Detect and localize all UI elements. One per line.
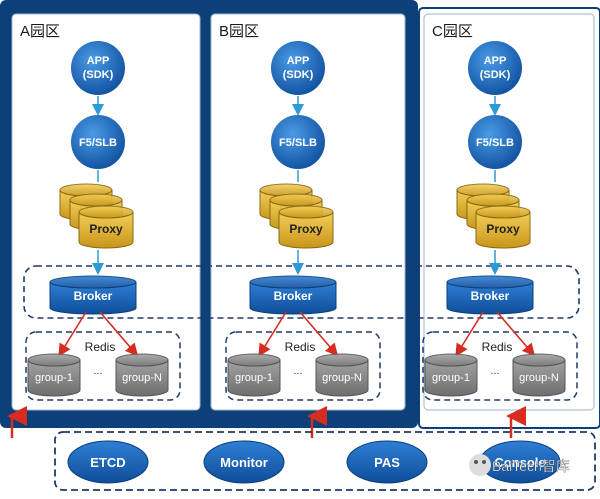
zone-label: A园区 bbox=[20, 23, 60, 40]
services: ETCD Monitor PAS Console bbox=[67, 440, 561, 484]
redis-cluster-box bbox=[422, 331, 578, 401]
group-n-cylinder bbox=[115, 353, 169, 397]
lb-label: F5/SLB bbox=[476, 137, 514, 149]
app-label: APP bbox=[87, 55, 110, 67]
group-n-label: group-N bbox=[519, 372, 559, 384]
proxy-cylinder bbox=[475, 205, 531, 249]
group-n-label: group-N bbox=[122, 372, 162, 384]
proxy-label: Proxy bbox=[289, 222, 323, 236]
app-sdk-node bbox=[71, 41, 125, 95]
group-ellipsis: ... bbox=[490, 365, 499, 377]
app-label: APP bbox=[484, 55, 507, 67]
group-n-cylinder bbox=[315, 353, 369, 397]
redis-cluster-box bbox=[25, 331, 181, 401]
arrow-broker-to-group-1 bbox=[258, 311, 287, 357]
proxy-cylinder bbox=[78, 205, 134, 249]
load-balancer-node bbox=[71, 115, 125, 169]
redis-label: Redis bbox=[482, 340, 513, 354]
sdk-label: (SDK) bbox=[283, 69, 314, 81]
broker-label: Broker bbox=[471, 289, 510, 303]
zone-label: B园区 bbox=[219, 23, 259, 40]
arrow-broker-to-group-1 bbox=[455, 311, 484, 357]
broker-cylinder bbox=[446, 275, 534, 315]
broker-label: Broker bbox=[274, 289, 313, 303]
group-1-cylinder bbox=[227, 353, 281, 397]
sdk-label: (SDK) bbox=[480, 69, 511, 81]
redis-cluster-box bbox=[225, 331, 381, 401]
arrow-broker-to-group-n bbox=[496, 311, 536, 357]
service-label: Monitor bbox=[220, 455, 268, 470]
sdk-label: (SDK) bbox=[83, 69, 114, 81]
broker-cylinder bbox=[249, 275, 337, 315]
group-1-label: group-1 bbox=[35, 372, 73, 384]
app-sdk-node bbox=[271, 41, 325, 95]
lb-label: F5/SLB bbox=[279, 137, 317, 149]
lb-label: F5/SLB bbox=[79, 137, 117, 149]
service-label: Console bbox=[494, 455, 545, 470]
watermark: BaiTech智库 bbox=[469, 454, 570, 476]
proxy-label: Proxy bbox=[486, 222, 520, 236]
group-ellipsis: ... bbox=[293, 365, 302, 377]
proxy-label: Proxy bbox=[89, 222, 123, 236]
proxy-cylinder bbox=[278, 205, 334, 249]
redis-label: Redis bbox=[85, 340, 116, 354]
arrow-broker-to-group-1 bbox=[58, 311, 87, 357]
group-1-cylinder bbox=[424, 353, 478, 397]
service-node bbox=[203, 440, 285, 484]
arrow-broker-to-group-n bbox=[299, 311, 339, 357]
group-ellipsis: ... bbox=[93, 365, 102, 377]
redis-label: Redis bbox=[285, 340, 316, 354]
group-n-label: group-N bbox=[322, 372, 362, 384]
service-node bbox=[346, 440, 428, 484]
load-balancer-node bbox=[468, 115, 522, 169]
app-sdk-node bbox=[468, 41, 522, 95]
wechat-icon bbox=[469, 454, 491, 476]
zone-label: C园区 bbox=[432, 23, 473, 40]
services-band bbox=[54, 431, 596, 491]
group-1-label: group-1 bbox=[432, 372, 470, 384]
service-label: PAS bbox=[374, 455, 400, 470]
group-1-cylinder bbox=[27, 353, 81, 397]
app-label: APP bbox=[287, 55, 310, 67]
watermark-text: BaiTech智库 bbox=[492, 458, 570, 474]
group-1-label: group-1 bbox=[235, 372, 273, 384]
group-n-cylinder bbox=[512, 353, 566, 397]
broker-cylinder bbox=[49, 275, 137, 315]
broker-label: Broker bbox=[74, 289, 113, 303]
service-node bbox=[67, 440, 149, 484]
arrow-broker-to-group-n bbox=[99, 311, 139, 357]
service-label: ETCD bbox=[90, 455, 125, 470]
load-balancer-node bbox=[271, 115, 325, 169]
